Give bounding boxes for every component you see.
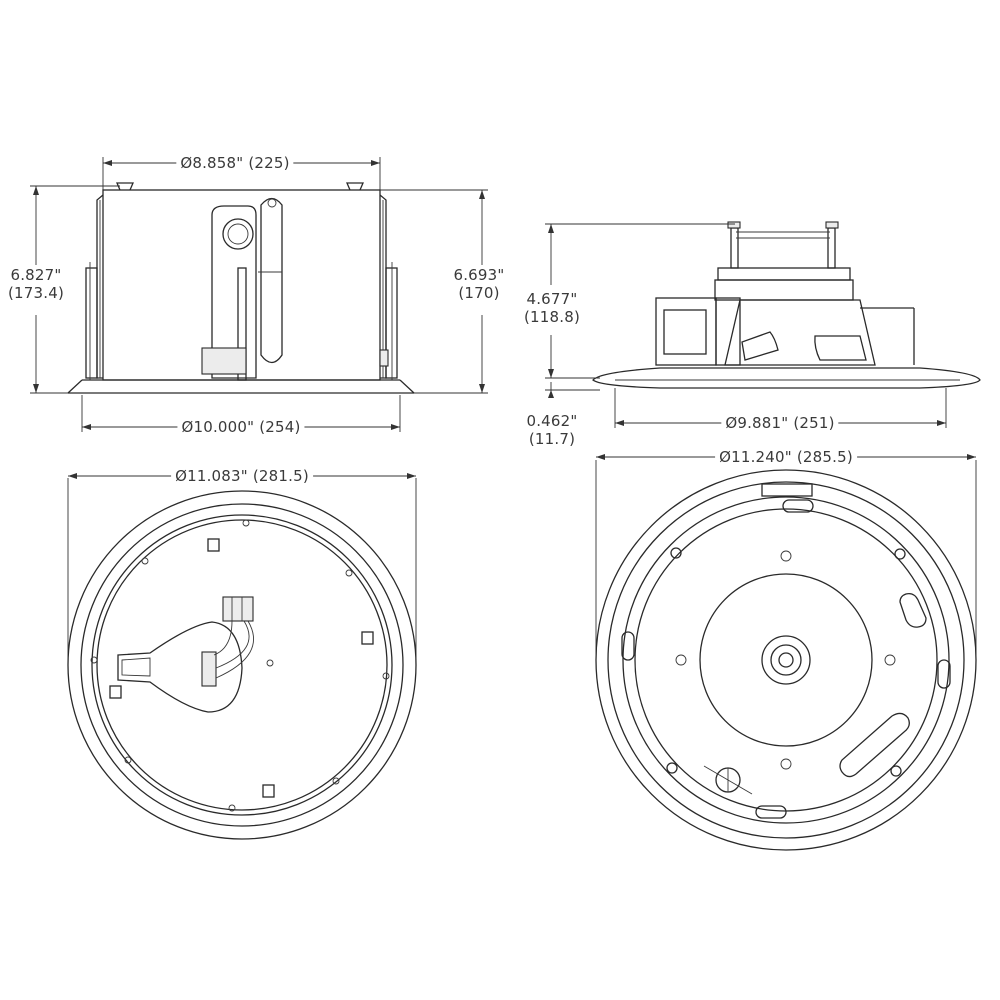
dim-bottom-width: Ø10.000" (254) (177, 418, 305, 436)
dim-side-height-in: 4.677" (526, 290, 578, 308)
driver-side-profile (545, 221, 981, 428)
dim-left-height-in: 6.827" (10, 266, 62, 284)
dim-right-height-mm: (170) (458, 284, 500, 302)
dim-right-height: 6.693" (170) (447, 266, 511, 302)
dim-flange-thickness: 0.462" (11.7) (520, 412, 584, 448)
dim-right-height-in: 6.693" (453, 266, 505, 284)
front-plan-view (595, 454, 977, 851)
dim-side-height-mm: (118.8) (523, 308, 581, 326)
rear-plan-view (67, 473, 417, 840)
dim-side-width: Ø9.881" (251) (721, 414, 839, 432)
dim-flange-thickness-in: 0.462" (526, 412, 578, 430)
dim-top-left-width: Ø8.858" (225) (176, 154, 294, 172)
dim-left-height: 6.827" (173.4) (4, 266, 68, 302)
dim-side-height: 4.677" (118.8) (520, 290, 584, 326)
dim-back-view-diameter: Ø11.083" (281.5) (171, 467, 313, 485)
dim-front-view-diameter: Ø11.240" (285.5) (715, 448, 857, 466)
back-can-elevation (30, 157, 488, 432)
dim-left-height-mm: (173.4) (7, 284, 65, 302)
dim-flange-thickness-mm: (11.7) (528, 430, 576, 448)
